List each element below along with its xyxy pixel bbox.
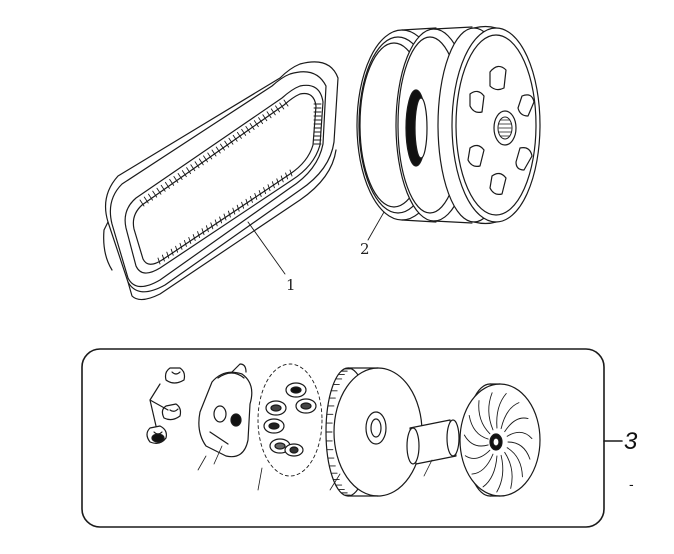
collar-bushing [406,419,460,477]
callout-3: 3 [624,428,638,455]
ramp-plate [197,363,253,471]
callout-1: 1 [286,276,296,294]
variator-box [81,348,605,528]
movable-drive-face [325,367,423,497]
drive-belt [103,61,339,301]
stray-mark: - [629,476,634,492]
callout-2: 2 [360,240,370,258]
slider-guides [146,367,186,444]
fixed-drive-face-fan [459,383,541,497]
roller-weights [257,363,323,491]
clutch-assembly [356,25,541,225]
